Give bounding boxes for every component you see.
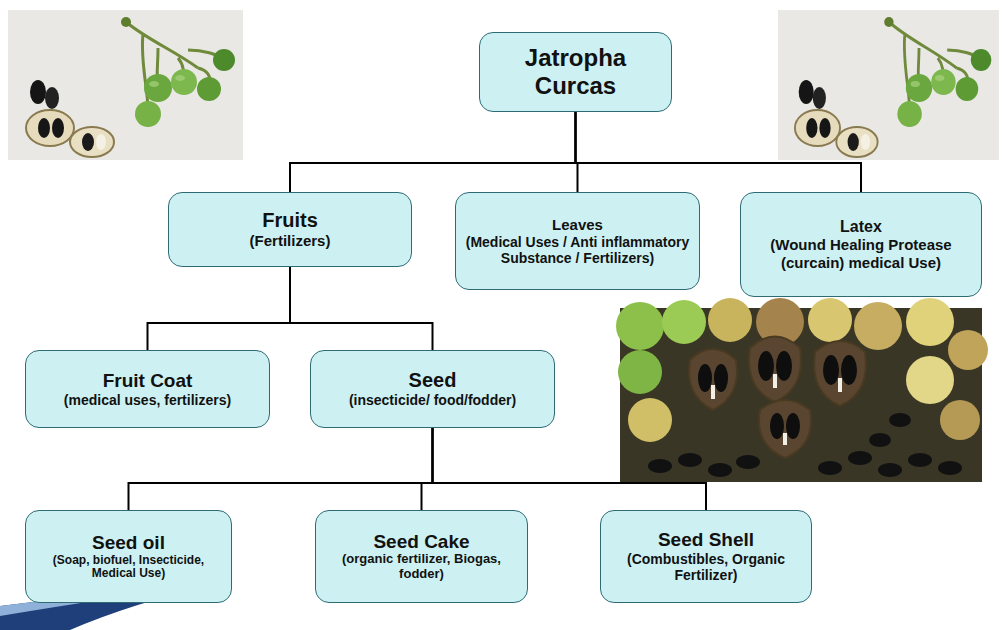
- box-heading: Leaves: [552, 216, 603, 233]
- process-box: Leaves(Medical Uses / Anti inflammatory …: [455, 192, 700, 290]
- process-box: Fruits(Fertilizers): [168, 192, 412, 267]
- fruit-photo: [778, 10, 999, 160]
- connector-line: [290, 112, 576, 192]
- box-body: (Wound Healing Protease (curcain) medica…: [749, 236, 973, 271]
- connector-line: [290, 267, 433, 350]
- process-box: Seed Cake(organic fertilizer, Biogas, fo…: [315, 510, 528, 603]
- process-box: Jatropha Curcas: [479, 32, 672, 112]
- connector-line: [422, 428, 433, 510]
- box-body: (Combustibles, Organic Fertilizer): [609, 551, 803, 583]
- box-heading: Jatropha Curcas: [488, 44, 663, 99]
- connector-line: [576, 112, 862, 192]
- process-box: Latex(Wound Healing Protease (curcain) m…: [740, 192, 982, 297]
- process-box: Fruit Coat(medical uses, fertilizers): [25, 350, 270, 428]
- fruit-photo: [8, 10, 243, 160]
- box-body: (medical uses, fertilizers): [64, 392, 231, 408]
- box-heading: Fruits: [262, 209, 318, 232]
- box-heading: Latex: [840, 218, 882, 236]
- box-heading: Seed oil: [92, 532, 165, 554]
- process-box: Seed Shell(Combustibles, Organic Fertili…: [600, 510, 812, 603]
- connector-line: [148, 267, 291, 350]
- process-box: Seed oil(Soap, biofuel, Insecticide, Med…: [25, 510, 232, 603]
- box-body: (Soap, biofuel, Insecticide, Medical Use…: [34, 554, 223, 582]
- box-body: (organic fertilizer, Biogas, fodder): [324, 552, 519, 582]
- box-heading: Seed Shell: [658, 529, 754, 551]
- box-body: (Fertilizers): [250, 232, 331, 249]
- process-box: Seed(insecticide/ food/fodder): [310, 350, 555, 428]
- connector-line: [433, 428, 707, 510]
- connector-line: [129, 428, 433, 510]
- box-heading: Seed Cake: [373, 531, 469, 553]
- box-heading: Fruit Coat: [103, 370, 193, 392]
- seed-photo: [616, 298, 988, 482]
- box-body: (insecticide/ food/fodder): [349, 392, 516, 408]
- box-heading: Seed: [409, 369, 457, 392]
- box-body: (Medical Uses / Anti inflammatory Substa…: [464, 234, 691, 266]
